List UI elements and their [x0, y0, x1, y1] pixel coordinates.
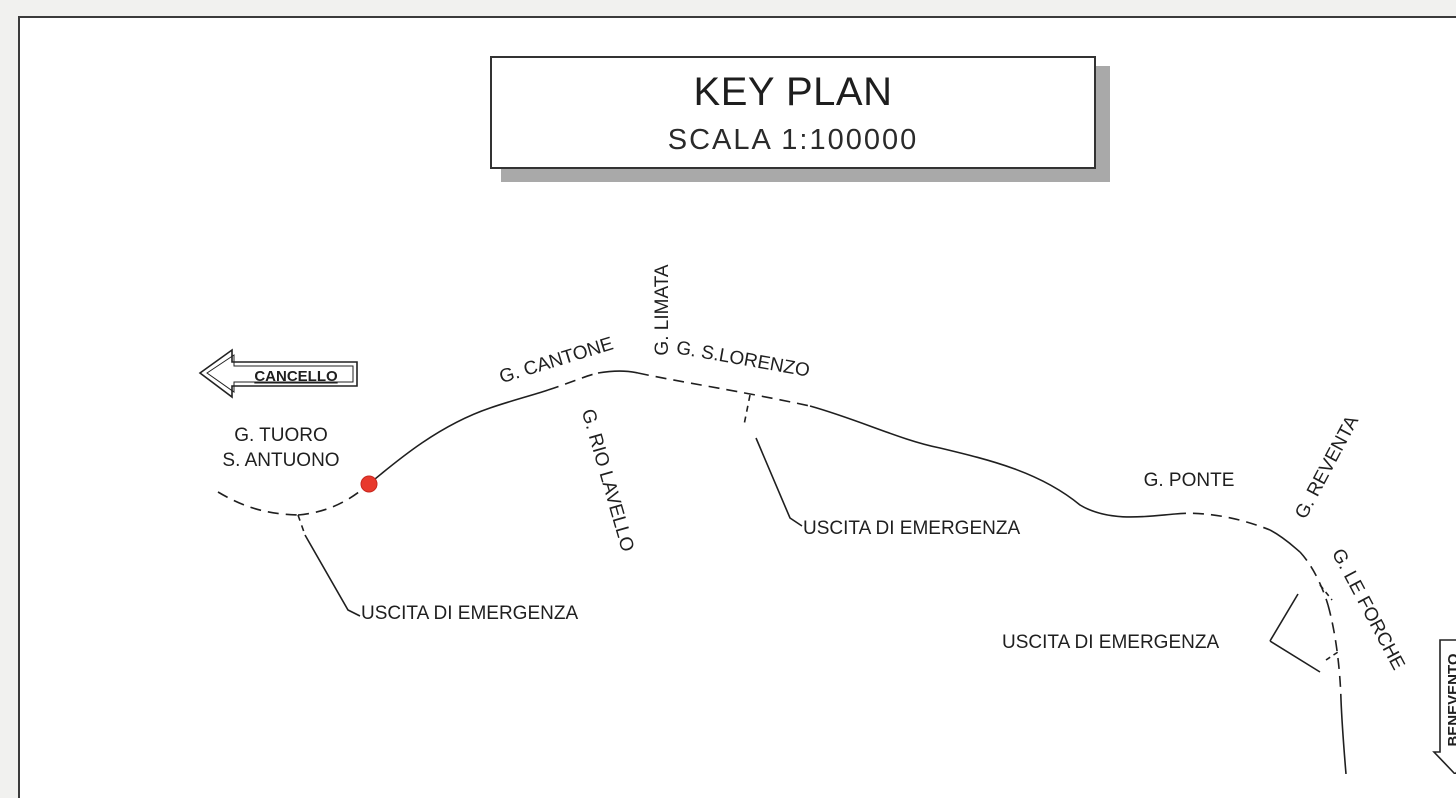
east-direction-arrow: BENEVENTO: [1432, 639, 1456, 774]
title-scale: SCALA 1:100000: [667, 124, 919, 156]
tunnel-tuoro-end: [297, 483, 370, 516]
road-open-segment: [597, 370, 639, 374]
label-ponte: G. PONTE: [1144, 470, 1235, 491]
exit-3-stub-a: [1319, 584, 1333, 601]
label-tuoro-line2: S. ANTUONO: [222, 450, 339, 471]
exit-1-leader: [304, 534, 361, 617]
exit-2-leader: [755, 437, 803, 527]
tunnel-cantone: [547, 372, 599, 391]
tunnel-s-lorenzo: [637, 372, 811, 407]
emergency-exit-label-1: USCITA DI EMERGENZA: [361, 603, 578, 624]
title-block: KEY PLAN SCALA 1:100000: [490, 56, 1096, 169]
emergency-exit-label-3: USCITA DI EMERGENZA: [1002, 632, 1219, 653]
key-plan-map: CANCELLO BENEVENTO G. TUORO S. ANTUONO G…: [198, 264, 1456, 774]
label-reventa: G. REVENTA: [1291, 412, 1363, 523]
exit-1-stub: [297, 514, 306, 536]
emergency-exit-label-2: USCITA DI EMERGENZA: [803, 518, 1020, 539]
road-open-segment: [368, 389, 549, 485]
label-le-forche: G. LE FORCHE: [1327, 545, 1408, 673]
label-s-lorenzo: G. S.LORENZO: [675, 338, 812, 382]
exit-3-leader-b: [1269, 640, 1321, 673]
title-main: KEY PLAN: [693, 70, 893, 114]
label-rio-lavello: G. RIO LAVELLO: [577, 407, 638, 555]
label-tuoro-line1: G. TUORO: [234, 425, 328, 446]
road-open-segment: [809, 405, 1176, 518]
tunnel-tuoro-start: [217, 491, 299, 516]
road-open-segment: [1269, 529, 1301, 553]
tunnel-reventa: [1299, 551, 1329, 606]
location-marker: [360, 475, 378, 493]
exit-3-stub-b: [1325, 651, 1339, 661]
exit-2-stub: [743, 394, 751, 426]
west-direction-arrow: CANCELLO: [198, 348, 358, 399]
tunnel-ponte: [1174, 512, 1271, 531]
label-cantone: G. CANTONE: [497, 333, 616, 388]
west-direction-label: CANCELLO: [254, 368, 338, 385]
tunnel-le-forche: [1327, 604, 1342, 701]
label-limata: G. LIMATA: [652, 264, 673, 355]
drawing-sheet: KEY PLAN SCALA 1:100000: [18, 16, 1456, 798]
exit-3-leader-a: [1269, 593, 1299, 642]
road-open-segment: [1340, 699, 1347, 774]
east-direction-label: BENEVENTO: [1445, 653, 1456, 746]
